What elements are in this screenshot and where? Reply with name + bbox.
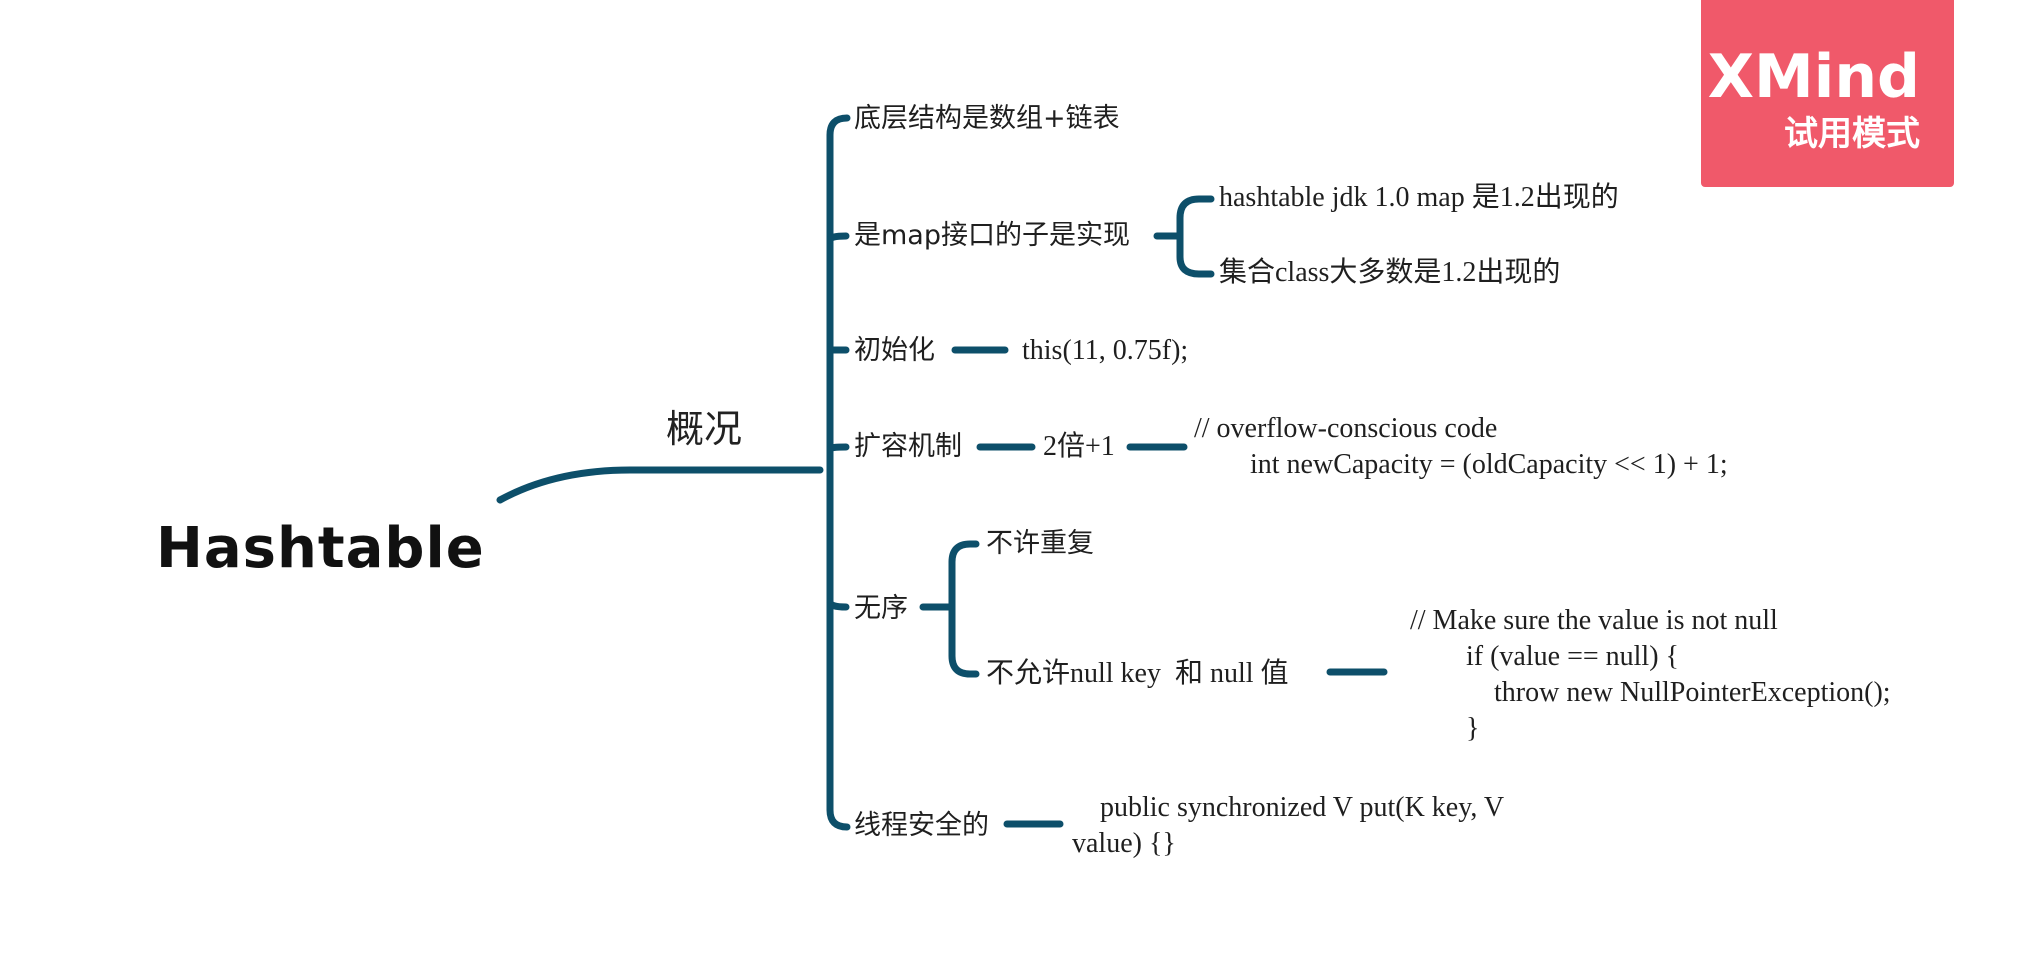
null-code-line-2[interactable]: if (value == null) { xyxy=(1410,641,1679,672)
root-connector xyxy=(496,466,824,504)
tick-branch-4 xyxy=(826,598,850,611)
null-code-line-1[interactable]: // Make sure the value is not null xyxy=(1410,605,1778,636)
expand-code-line-2[interactable]: int newCapacity = (oldCapacity << 1) + 1… xyxy=(1194,449,1728,480)
unordered-child-2[interactable]: 不允许null key 和 null 值 xyxy=(986,658,1289,689)
watermark-brand: XMind xyxy=(1707,42,1920,112)
sub-bracket-unordered xyxy=(919,540,980,678)
branch-unordered[interactable]: 无序 xyxy=(854,593,908,624)
branch-init[interactable]: 初始化 xyxy=(854,335,935,366)
unordered-child-1[interactable]: 不许重复 xyxy=(986,528,1094,559)
map-child-2[interactable]: 集合class大多数是1.2出现的 xyxy=(1219,257,1561,288)
tick-branch-1 xyxy=(826,232,850,244)
expand-middle[interactable]: 2倍+1 xyxy=(1043,431,1115,462)
thread-code-line-1[interactable]: public synchronized V put(K key, V xyxy=(1072,792,1505,823)
branch-map-interface[interactable]: 是map接口的子是实现 xyxy=(854,220,1130,251)
tick-branch-3 xyxy=(826,443,850,453)
null-code-line-4[interactable]: } xyxy=(1410,713,1480,744)
thread-code-line-2[interactable]: value) {} xyxy=(1072,828,1176,859)
branch-thread-safe[interactable]: 线程安全的 xyxy=(854,810,989,841)
init-detail[interactable]: this(11, 0.75f); xyxy=(1022,335,1189,366)
branch-structure[interactable]: 底层结构是数组+链表 xyxy=(854,103,1120,134)
main-trunk xyxy=(826,114,851,831)
null-code-line-3[interactable]: throw new NullPointerException(); xyxy=(1410,677,1891,708)
watermark-mode: 试用模式 xyxy=(1784,114,1920,154)
main-topic[interactable]: 概况 xyxy=(666,407,743,451)
map-child-1[interactable]: hashtable jdk 1.0 map 是1.2出现的 xyxy=(1219,182,1619,213)
sub-bracket-map xyxy=(1153,195,1215,278)
trial-watermark: XMind 试用模式 xyxy=(1701,0,1954,187)
expand-code-line-1[interactable]: // overflow-conscious code xyxy=(1194,413,1498,444)
root-topic[interactable]: Hashtable xyxy=(156,516,485,581)
branch-expand[interactable]: 扩容机制 xyxy=(854,431,962,462)
